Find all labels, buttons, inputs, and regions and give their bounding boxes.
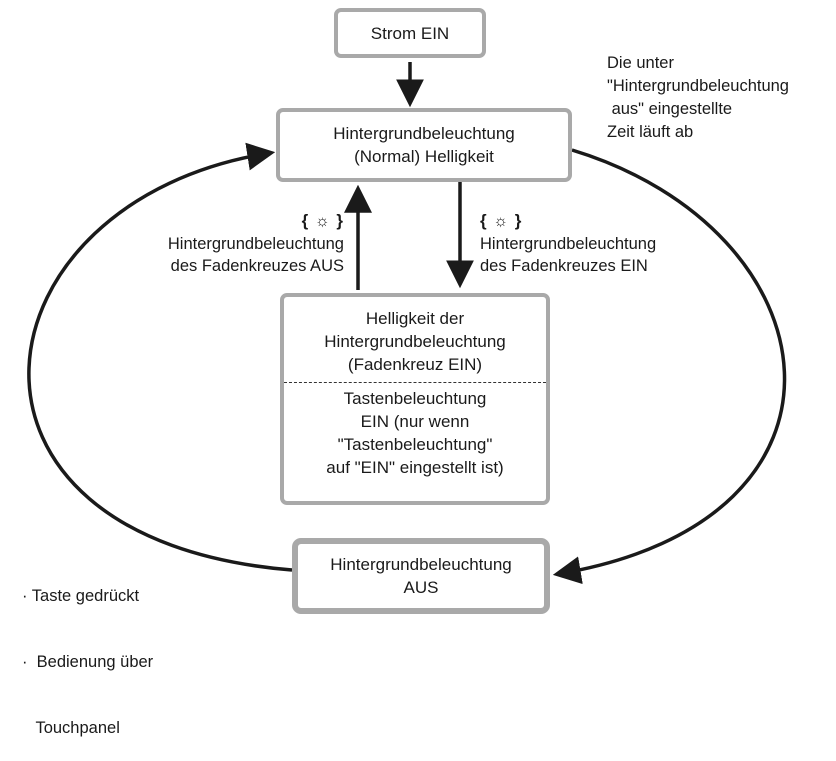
node-backlight-off: Hintergrundbeleuchtung AUS <box>292 538 550 614</box>
key-brace-open: { <box>301 211 310 230</box>
node-key-light-line3: "Tastenbeleuchtung" <box>337 435 493 454</box>
node-backlight-off-line1: Hintergrundbeleuchtung <box>330 555 512 574</box>
label-timeout-line1: Die unter <box>607 54 674 72</box>
section-divider <box>284 382 546 383</box>
label-timeout: Die unter "Hintergrundbeleuchtung aus" e… <box>607 52 789 144</box>
edge-wake <box>27 142 293 572</box>
label-timeout-line2: "Hintergrundbeleuchtung <box>607 77 789 95</box>
node-power-on: Strom EIN <box>334 8 486 58</box>
key-brace-open: { <box>480 211 488 230</box>
key-brace-close: } <box>514 211 523 230</box>
node-crosshair-line2: Hintergrundbeleuchtung <box>324 332 506 351</box>
label-timeout-line3: aus" eingestellte <box>607 100 733 118</box>
key-brace-close: } <box>336 211 344 230</box>
label-wake-line1: · Taste gedrückt <box>22 587 140 605</box>
label-timeout-line4: Zeit läuft ab <box>607 123 694 141</box>
label-wake: · Taste gedrückt · Bedienung über Touchp… <box>22 541 153 761</box>
label-wake-line3: Touchpanel <box>22 719 120 737</box>
node-backlight-normal-line2: (Normal) Helligkeit <box>354 147 494 166</box>
node-backlight-normal-line1: Hintergrundbeleuchtung <box>333 124 515 143</box>
node-crosshair-on: Helligkeit der Hintergrundbeleuchtung (F… <box>280 293 550 505</box>
node-crosshair-line1: Helligkeit der <box>365 309 465 328</box>
diagram-edges <box>27 62 787 585</box>
node-power-on-label: Strom EIN <box>370 23 450 43</box>
node-crosshair-line3: (Fadenkreuz EIN) <box>347 355 483 374</box>
node-backlight-off-line2: AUS <box>403 578 439 597</box>
label-crosshair-off-line2: des Fadenkreuzes AUS <box>170 257 344 275</box>
label-crosshair-on-line2: des Fadenkreuzes EIN <box>480 257 648 275</box>
node-key-light-line4: auf "EIN" eingestellt ist) <box>326 458 504 477</box>
label-wake-line2: · Bedienung über <box>22 653 154 671</box>
label-crosshair-on-line1: Hintergrundbeleuchtung <box>480 235 657 253</box>
sun-icon: ☼ <box>314 213 331 230</box>
node-key-light-line2: EIN (nur wenn <box>360 412 470 431</box>
node-backlight-normal: Hintergrundbeleuchtung (Normal) Helligke… <box>276 108 572 182</box>
sun-icon: ☼ <box>493 213 510 230</box>
edge-timeout <box>552 148 787 585</box>
label-crosshair-off-line1: Hintergrundbeleuchtung <box>167 235 344 253</box>
label-crosshair-off: { ☼ } Hintergrundbeleuchtung des Fadenkr… <box>120 210 344 277</box>
label-crosshair-on: { ☼ } Hintergrundbeleuchtung des Fadenkr… <box>480 210 656 277</box>
node-key-light-line1: Tastenbeleuchtung <box>343 389 487 408</box>
